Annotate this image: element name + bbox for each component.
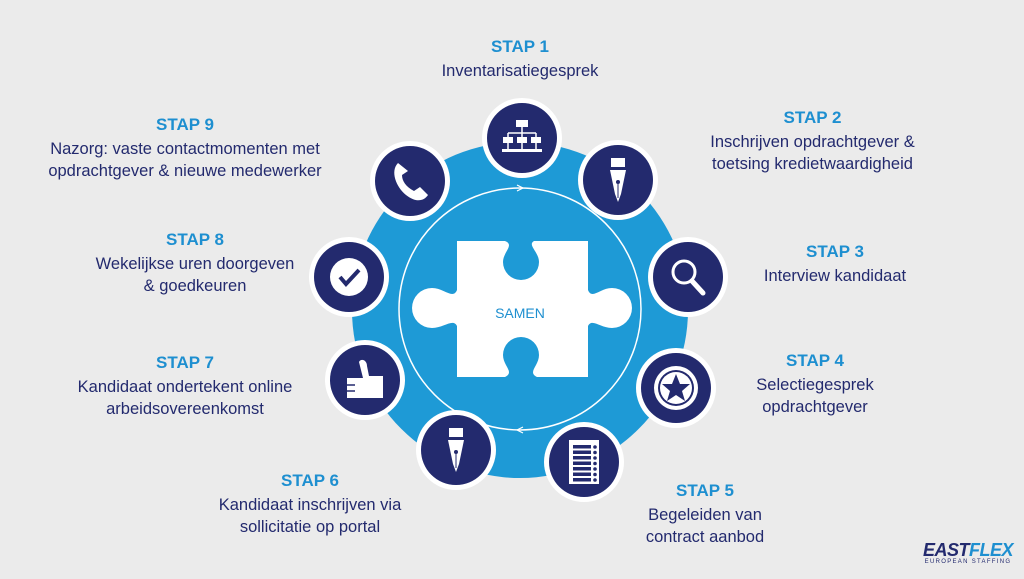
eastflex-logo: EASTFLEX EUROPEAN STAFFING <box>922 540 1014 565</box>
center-label: SAMEN <box>495 305 545 321</box>
step-9: STAP 9 Nazorg: vaste contactmomenten met … <box>25 114 345 182</box>
step-text: Kandidaat inschrijven via sollicitatie o… <box>218 496 402 536</box>
logo-name-b: FLEX <box>969 540 1014 560</box>
step-text: Inventarisatiegesprek <box>441 62 599 80</box>
puzzle-piece <box>412 241 632 377</box>
step-1: STAP 1 Inventarisatiegesprek <box>400 36 640 82</box>
step-8: STAP 8 Wekelijkse uren doorgeven & goedke… <box>95 229 295 297</box>
step-5: STAP 5 Begeleiden van contract aanbod <box>625 480 785 548</box>
step-title: STAP 2 <box>783 108 842 127</box>
step-3-badge <box>648 237 728 317</box>
step-6: STAP 6 Kandidaat inschrijven via sollicit… <box>205 470 415 538</box>
step-title: STAP 7 <box>156 353 214 372</box>
logo-name-a: EAST <box>922 540 970 560</box>
fountain-pen-icon <box>610 158 626 202</box>
step-9-badge <box>370 141 450 221</box>
step-5-badge <box>544 422 624 502</box>
step-text: Kandidaat ondertekent online arbeidsover… <box>77 378 293 418</box>
step-text: Selectiegesprek opdrachtgever <box>756 376 874 416</box>
step-title: STAP 6 <box>281 471 339 490</box>
step-7: STAP 7 Kandidaat ondertekent online arbei… <box>60 352 310 420</box>
step-title: STAP 5 <box>676 481 734 500</box>
step-4: STAP 4 Selectiegesprek opdrachtgever <box>735 350 895 418</box>
step-text: Nazorg: vaste contactmomenten met opdrac… <box>48 140 322 180</box>
step-text: Wekelijkse uren doorgeven & goedkeuren <box>95 255 295 295</box>
step-4-badge <box>636 348 716 428</box>
step-text: Begeleiden van contract aanbod <box>645 506 765 546</box>
step-1-badge <box>482 98 562 178</box>
thumbs-up-icon <box>347 359 383 398</box>
step-8-badge <box>309 237 389 317</box>
step-7-badge <box>325 340 405 420</box>
logo-tagline: EUROPEAN STAFFING <box>924 559 1012 565</box>
org-chart-icon <box>502 120 542 152</box>
cycle-arrow-ring <box>398 187 642 431</box>
step-title: STAP 4 <box>786 351 844 370</box>
step-6-badge <box>416 410 496 490</box>
step-2-badge <box>578 140 658 220</box>
step-title: STAP 8 <box>166 230 224 249</box>
phone-icon <box>394 163 428 201</box>
step-title: STAP 1 <box>491 37 549 56</box>
fountain-pen-icon <box>448 428 464 472</box>
step-2: STAP 2 Inschrijven opdrachtgever & toetsi… <box>680 107 945 175</box>
star-icon <box>654 366 698 410</box>
step-text: Interview kandidaat <box>763 267 907 285</box>
magnifier-icon <box>671 259 706 296</box>
step-text: Inschrijven opdrachtgever & toetsing kre… <box>710 133 915 173</box>
step-3: STAP 3 Interview kandidaat <box>740 241 930 287</box>
checklist-icon <box>569 440 599 484</box>
checkmark-icon <box>330 258 368 296</box>
step-title: STAP 3 <box>806 242 864 261</box>
step-title: STAP 9 <box>156 115 214 134</box>
